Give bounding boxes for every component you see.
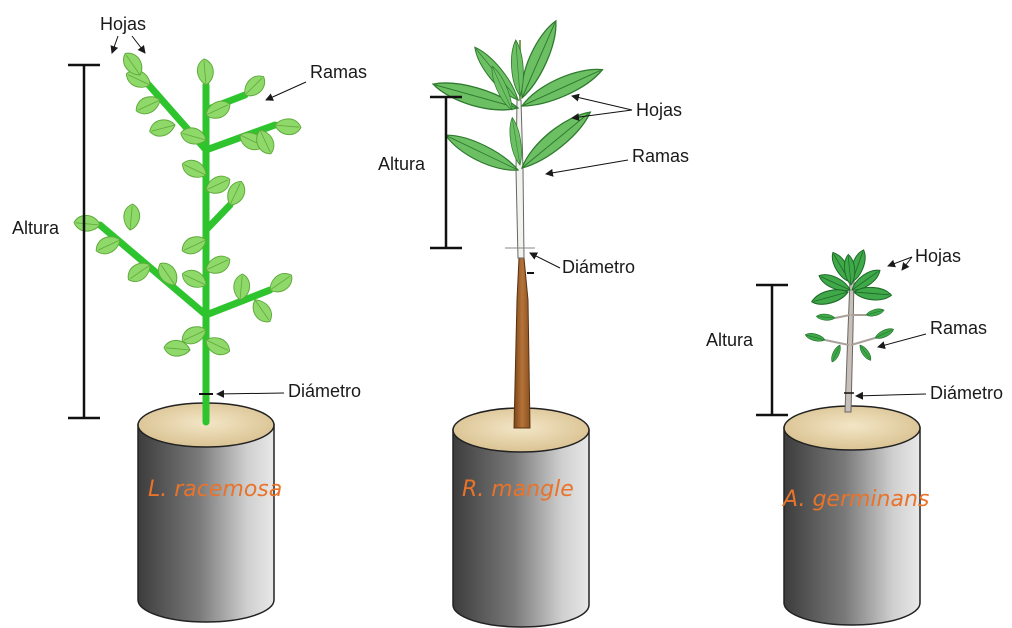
plant-l-racemosa [68, 49, 302, 422]
label-diameter-2: Diámetro [562, 257, 635, 277]
leaves-l-racemosa [73, 49, 302, 359]
species-a-germinans: A. germinans [781, 487, 929, 512]
species-l-racemosa: L. racemosa [148, 477, 282, 502]
pot-l-racemosa [138, 403, 274, 622]
plant-a-germinans [756, 248, 895, 415]
label-branches-3: Ramas [930, 318, 987, 338]
height-bar-l-racemosa [68, 65, 100, 418]
species-r-mangle: R. mangle [462, 477, 574, 502]
leaves-r-mangle [431, 18, 607, 181]
height-bar-a-germinans [756, 285, 788, 415]
label-leaves-1: Hojas [100, 14, 146, 34]
label-height-2: Altura [378, 154, 426, 174]
pot-a-germinans [784, 406, 920, 625]
label-height-3: Altura [706, 330, 754, 350]
height-bar-r-mangle [430, 97, 462, 248]
pot-r-mangle [453, 408, 589, 627]
label-leaves-2: Hojas [636, 100, 682, 120]
label-branches-1: Ramas [310, 62, 367, 82]
plant-r-mangle [430, 18, 606, 428]
label-leaves-3: Hojas [915, 246, 961, 266]
label-height-1: Altura [12, 218, 60, 238]
label-branches-2: Ramas [632, 146, 689, 166]
label-diameter-1: Diámetro [288, 381, 361, 401]
label-diameter-3: Diámetro [930, 383, 1003, 403]
